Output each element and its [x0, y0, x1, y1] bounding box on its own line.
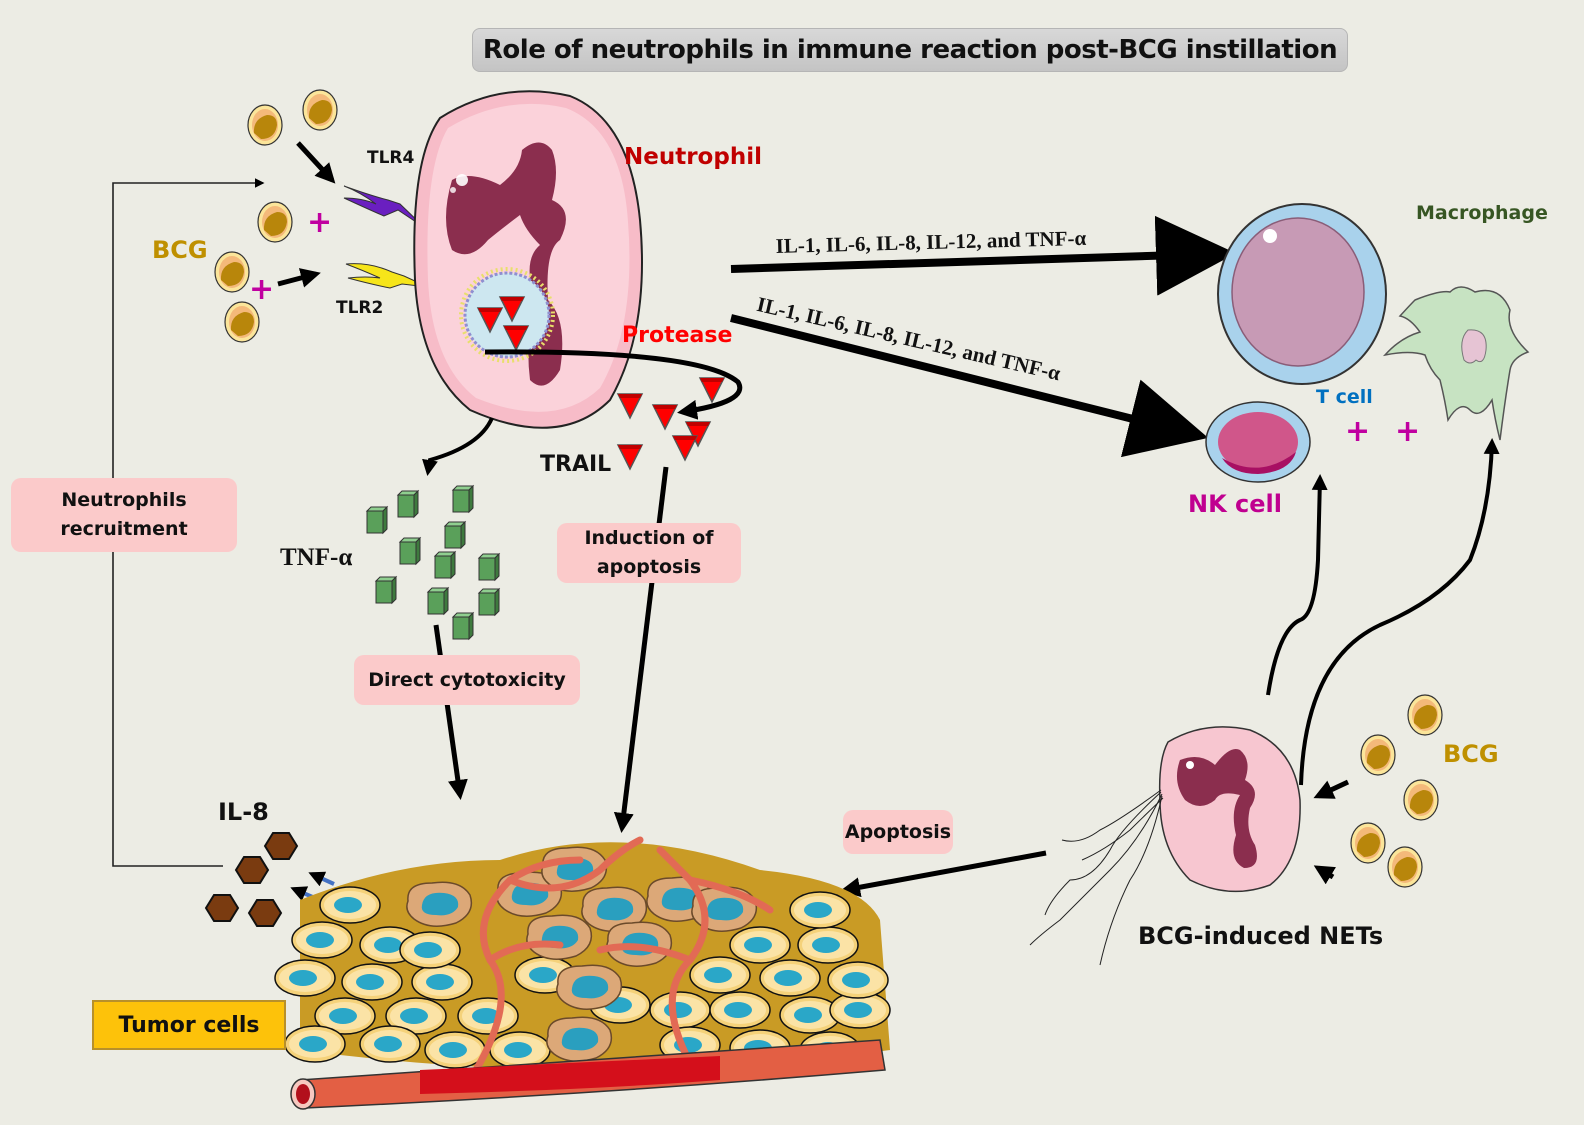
tnf-molecule: [434, 551, 456, 579]
tlr2-receptor-icon: [345, 263, 429, 289]
arrow-net-to-macrophage: [1299, 438, 1500, 786]
plus-sign: +: [307, 205, 333, 240]
tlr4-label: TLR4: [367, 148, 415, 168]
tnf-molecule: [478, 588, 500, 616]
bcg-bacterium: [1403, 779, 1439, 821]
il8-molecule: [235, 856, 269, 884]
protease-label: Protease: [622, 323, 733, 348]
il8-molecules: [205, 832, 298, 927]
trail-molecule: [617, 393, 643, 419]
arrow-bcg-to-tlr4: [296, 141, 336, 184]
net-fibers: [1029, 789, 1164, 966]
neutrophil-cell: [413, 90, 643, 429]
protease-granule: [459, 267, 555, 363]
induction-of-apoptosis-box: Induction of apoptosis: [557, 523, 741, 583]
arrow-bcg-to-net-lower: [1313, 865, 1337, 885]
arrow-trail-to-tumor: [613, 466, 669, 833]
trail-molecules: [617, 377, 725, 470]
nk-cell-label: NK cell: [1188, 490, 1282, 518]
tnf-molecule: [375, 576, 397, 604]
arrow-net-apoptosis-to-tumor: [840, 850, 1047, 898]
trail-molecule: [672, 435, 698, 461]
bcg-label-right: BCG: [1443, 740, 1499, 768]
nk-cell: [1205, 401, 1311, 483]
arrow-bcg-to-tlr2: [277, 268, 321, 288]
apoptosis-box: Apoptosis: [843, 810, 953, 854]
neutrophils-recruitment-box: Neutrophils recruitment: [11, 478, 237, 552]
tlr4-receptor-icon: [343, 185, 426, 229]
trail-label: TRAIL: [540, 452, 612, 477]
diagram-title: Role of neutrophils in immune reaction p…: [472, 28, 1348, 72]
t-cell: [1217, 203, 1387, 385]
il8-label: IL-8: [218, 798, 269, 826]
bcg-label-left: BCG: [152, 236, 208, 264]
plus-sign: +: [1345, 414, 1371, 449]
il8-molecule: [248, 899, 282, 927]
tnf-molecule: [397, 490, 419, 518]
arrow-net-to-t-cell: [1266, 474, 1328, 696]
tnf-alpha-label: TNF-α: [280, 544, 353, 571]
tnf-molecule: [452, 485, 474, 513]
tnf-alpha-molecules: [366, 485, 500, 640]
macrophage-cell: [1382, 286, 1530, 441]
trail-molecule: [699, 377, 725, 403]
arrow-neutrophil-to-tnf: [422, 417, 494, 476]
bcg-bacterium: [1407, 694, 1443, 736]
trail-molecule: [617, 444, 643, 470]
bcg-bacterium: [224, 301, 260, 343]
net-neutrophil-cell: [1158, 726, 1301, 893]
tlr2-label: TLR2: [336, 298, 384, 318]
bcg-bacterium: [1350, 822, 1386, 864]
bcg-bacterium: [1360, 734, 1396, 776]
bcg-bacterium: [257, 201, 293, 243]
bcg-bacterium: [214, 251, 250, 293]
macrophage-label: Macrophage: [1416, 202, 1548, 224]
tnf-molecule: [427, 587, 449, 615]
neutrophil-label: Neutrophil: [624, 144, 762, 170]
arrow-cytokines-to-nk-cell: [730, 314, 1209, 458]
tnf-molecule: [452, 612, 474, 640]
bcg-bacteria-group-right: [1350, 694, 1443, 888]
nets-label: BCG-induced NETs: [1138, 922, 1384, 950]
tumor-cells-label-box: Tumor cells: [92, 1000, 286, 1050]
plus-sign: +: [1395, 414, 1421, 449]
bcg-bacterium: [247, 104, 283, 146]
plus-sign: +: [249, 272, 275, 307]
bcg-bacterium: [1387, 846, 1423, 888]
arrow-bcg-to-net: [1313, 779, 1350, 799]
trail-molecule: [652, 404, 678, 430]
tnf-molecule: [478, 553, 500, 581]
diagram-title-text: Role of neutrophils in immune reaction p…: [482, 35, 1338, 65]
tnf-molecule: [399, 537, 421, 565]
arrow-cytokines-to-t-cell: [730, 215, 1236, 296]
direct-cytotoxicity-box: Direct cytotoxicity: [354, 655, 580, 705]
arrow-tnf-to-tumor: [433, 624, 468, 800]
arrow-protease-release: [484, 349, 743, 420]
blood-vessel: [290, 1039, 886, 1110]
il8-molecule: [264, 832, 298, 860]
tnf-molecule: [444, 521, 466, 549]
t-cell-label: T cell: [1316, 386, 1373, 408]
il8-molecule: [205, 894, 239, 922]
tnf-molecule: [366, 506, 388, 534]
bcg-bacterium: [302, 89, 338, 131]
tumor-tissue: [274, 836, 891, 1110]
